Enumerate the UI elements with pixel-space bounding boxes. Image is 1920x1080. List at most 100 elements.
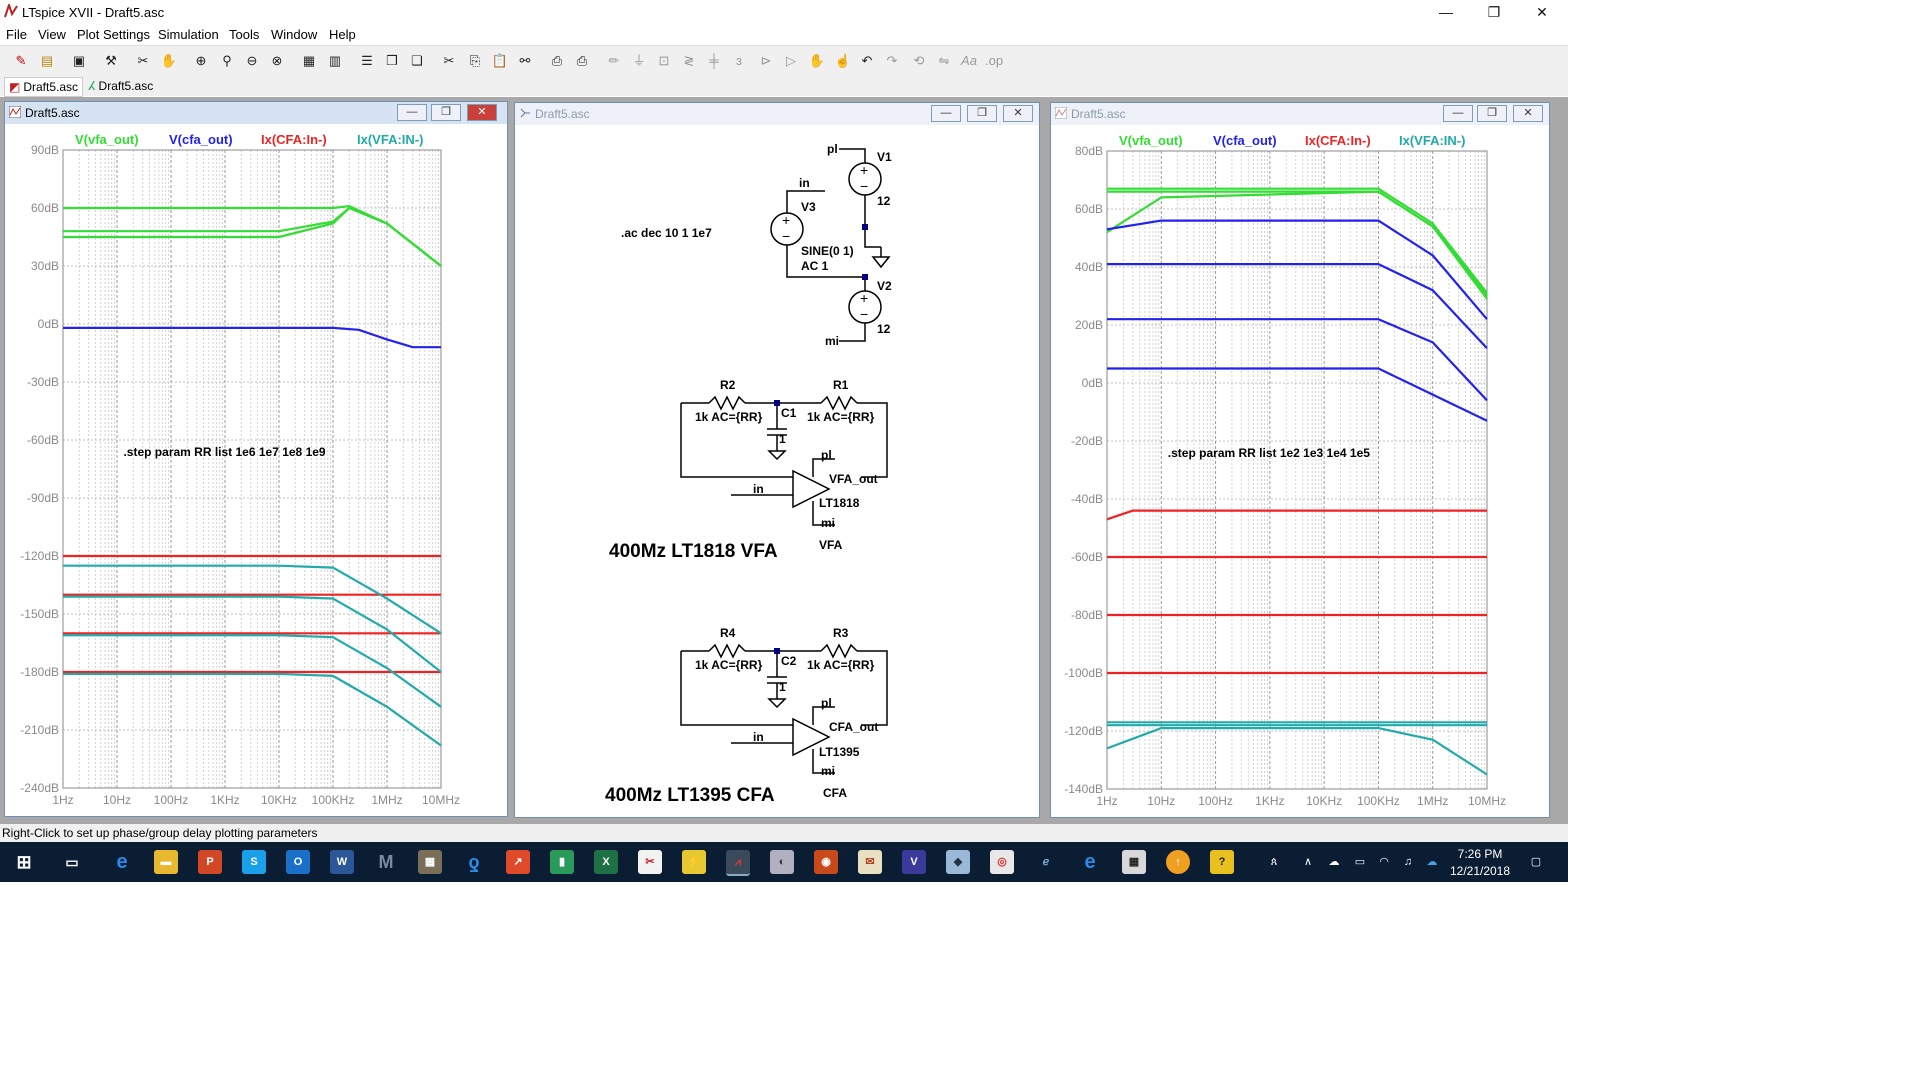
zoom-fit-icon[interactable]: ⊗ bbox=[271, 53, 283, 68]
trace-v-cfa-out-[interactable] bbox=[63, 326, 441, 349]
lightning-app-icon[interactable]: ⚡ bbox=[682, 850, 706, 874]
legend-trace-name[interactable]: Ix(CFA:In-) bbox=[261, 132, 327, 147]
calculator-icon[interactable]: ▦ bbox=[1122, 850, 1146, 874]
legend-trace-name[interactable]: Ix(VFA:IN-) bbox=[357, 132, 423, 147]
waveform-plot-left[interactable]: 90dB60dB30dB0dB-30dB-60dB-90dB-120dB-150… bbox=[5, 124, 507, 816]
notes-app-icon[interactable]: ◆ bbox=[946, 850, 970, 874]
skype-icon[interactable]: S bbox=[242, 850, 266, 874]
system-clock[interactable]: 7:26 PM 12/21/2018 bbox=[1448, 846, 1512, 880]
people-icon[interactable]: ጰ bbox=[1270, 856, 1278, 868]
print-setup-icon[interactable]: ⎙ bbox=[576, 53, 588, 68]
minimize-button[interactable]: — bbox=[1439, 4, 1453, 20]
file-explorer-icon[interactable]: ▬ bbox=[154, 850, 178, 874]
menu-file[interactable]: File bbox=[6, 27, 27, 42]
wifi-icon[interactable]: ◠ bbox=[1379, 856, 1389, 868]
schematic-window[interactable]: Draft5.asc — ❐ ✕ bbox=[514, 102, 1040, 818]
menu-window[interactable]: Window bbox=[271, 27, 318, 42]
help-app-icon[interactable]: ? bbox=[1210, 850, 1234, 874]
move-hand-icon[interactable]: ✋ bbox=[808, 53, 826, 68]
menu-view[interactable]: View bbox=[38, 27, 66, 42]
cloud-icon[interactable]: ☁ bbox=[1426, 856, 1438, 868]
task-view-icon[interactable]: ▭ bbox=[65, 854, 79, 870]
schematic-canvas[interactable]: + − + − + − pl V1 in V3 .ac dec 10 1 1e7… bbox=[515, 125, 1039, 817]
tile-horizontal-icon[interactable]: ☰ bbox=[361, 53, 373, 68]
draw-wire-icon[interactable]: ✏ bbox=[608, 53, 620, 68]
menu-tools[interactable]: Tools bbox=[229, 27, 260, 42]
rotate-icon[interactable]: ⟲ bbox=[913, 53, 925, 68]
pan-hand-icon[interactable]: ✋ bbox=[160, 53, 178, 68]
trace-v-cfa-out-[interactable] bbox=[1107, 367, 1488, 422]
open-folder-icon[interactable]: ▤ bbox=[40, 53, 54, 68]
battery-icon[interactable]: ▭ bbox=[1354, 856, 1366, 868]
cascade-icon[interactable]: ❒ bbox=[386, 53, 398, 68]
legend-trace-name[interactable]: V(vfa_out) bbox=[1119, 133, 1183, 148]
inductor-icon[interactable]: ɜ bbox=[736, 53, 742, 68]
capacitor-icon[interactable]: ╪ bbox=[709, 53, 719, 68]
legend-trace-name[interactable]: V(vfa_out) bbox=[75, 132, 139, 147]
trace-ix-vfa-in-[interactable] bbox=[63, 595, 442, 673]
notifications-icon[interactable]: ▢ bbox=[1530, 856, 1542, 868]
v2-source[interactable] bbox=[848, 290, 882, 324]
new-schematic-icon[interactable]: ✎ bbox=[15, 53, 27, 68]
book-app-icon[interactable]: ▮ bbox=[550, 850, 574, 874]
app-m-icon[interactable]: M bbox=[378, 852, 394, 872]
find-icon[interactable]: ⚯ bbox=[519, 53, 531, 68]
tab-draft5-plot[interactable]: ◩Draft5.asc bbox=[4, 77, 84, 97]
trace-v-cfa-out-[interactable] bbox=[1106, 219, 1488, 320]
window-close-button[interactable]: ✕ bbox=[467, 104, 497, 121]
visio-icon[interactable]: V bbox=[902, 850, 926, 874]
close-button[interactable]: ✕ bbox=[1536, 4, 1548, 20]
reader-app-icon[interactable]: ↗ bbox=[506, 850, 530, 874]
legend-trace-name[interactable]: Ix(VFA:IN-) bbox=[1399, 133, 1465, 148]
text-icon[interactable]: Aa bbox=[961, 53, 977, 68]
spice-directive-icon[interactable]: .op bbox=[985, 53, 1004, 68]
trace-v-vfa-out-[interactable] bbox=[63, 206, 442, 267]
cut-icon[interactable]: ✂ bbox=[443, 53, 455, 68]
snipping-tool-icon[interactable]: ✂ bbox=[638, 850, 662, 874]
window-minimize-button[interactable]: — bbox=[931, 105, 961, 122]
copy-icon[interactable]: ⎘ bbox=[469, 53, 481, 68]
window-minimize-button[interactable]: — bbox=[397, 104, 427, 121]
mirror-icon[interactable]: ⇋ bbox=[938, 53, 950, 68]
chrome-icon[interactable]: ◎ bbox=[990, 850, 1014, 874]
autorange-icon[interactable]: ▦ bbox=[302, 53, 316, 68]
trace-v-vfa-out-[interactable] bbox=[1107, 187, 1488, 294]
trace-v-vfa-out-[interactable] bbox=[1106, 190, 1488, 300]
ac-directive[interactable]: .ac dec 10 1 1e7 bbox=[621, 226, 712, 240]
legend-trace-name[interactable]: V(cfa_out) bbox=[1213, 133, 1277, 148]
window-close-button[interactable]: ✕ bbox=[1003, 105, 1033, 122]
menu-plot-settings[interactable]: Plot Settings bbox=[77, 27, 150, 42]
run-icon[interactable]: ✂ bbox=[137, 53, 149, 68]
word-icon[interactable]: W bbox=[330, 850, 354, 874]
window-restore-button[interactable]: ❐ bbox=[431, 104, 461, 121]
trace-v-cfa-out-[interactable] bbox=[1107, 263, 1488, 349]
window-minimize-button[interactable]: — bbox=[1443, 105, 1473, 122]
zoom-in-icon[interactable]: ⊕ bbox=[195, 53, 207, 68]
zoom-out-icon[interactable]: ⊖ bbox=[246, 53, 258, 68]
trace-ix-vfa-in-[interactable] bbox=[63, 564, 442, 635]
label-net-icon[interactable]: ⊡ bbox=[658, 53, 670, 68]
drag-hand-icon[interactable]: ☝ bbox=[834, 53, 852, 68]
waveform-plot-right[interactable]: 80dB60dB40dB20dB0dB-20dB-40dB-60dB-80dB-… bbox=[1051, 125, 1549, 817]
volume-icon[interactable]: ♫ bbox=[1403, 856, 1413, 868]
windows-start-icon[interactable]: ⊞ bbox=[16, 852, 32, 872]
trace-ix-cfa-in-[interactable] bbox=[1106, 509, 1487, 521]
redo-icon[interactable]: ↷ bbox=[886, 53, 898, 68]
window-restore-button[interactable]: ❐ bbox=[1477, 105, 1507, 122]
edge-browser-icon-2[interactable]: e bbox=[1084, 851, 1096, 873]
powerpoint-icon[interactable]: P bbox=[198, 850, 222, 874]
trace-ix-vfa-in-[interactable] bbox=[1106, 726, 1488, 776]
upload-app-icon[interactable]: ↑ bbox=[1166, 850, 1190, 874]
control-panel-icon[interactable]: ⚒ bbox=[105, 53, 117, 68]
trace-ix-vfa-in-[interactable] bbox=[63, 634, 442, 708]
v3-source[interactable] bbox=[770, 212, 804, 246]
print-icon[interactable]: ⎙ bbox=[551, 53, 563, 68]
save-icon[interactable]: ▣ bbox=[72, 53, 86, 68]
window-close-button[interactable]: ✕ bbox=[1513, 105, 1543, 122]
internet-explorer-icon[interactable]: ℯ bbox=[1042, 856, 1050, 868]
resistor-icon[interactable]: ≷ bbox=[683, 53, 695, 68]
search-app-icon[interactable]: ƍ bbox=[468, 852, 480, 872]
edge-browser-icon[interactable]: e bbox=[116, 851, 128, 873]
